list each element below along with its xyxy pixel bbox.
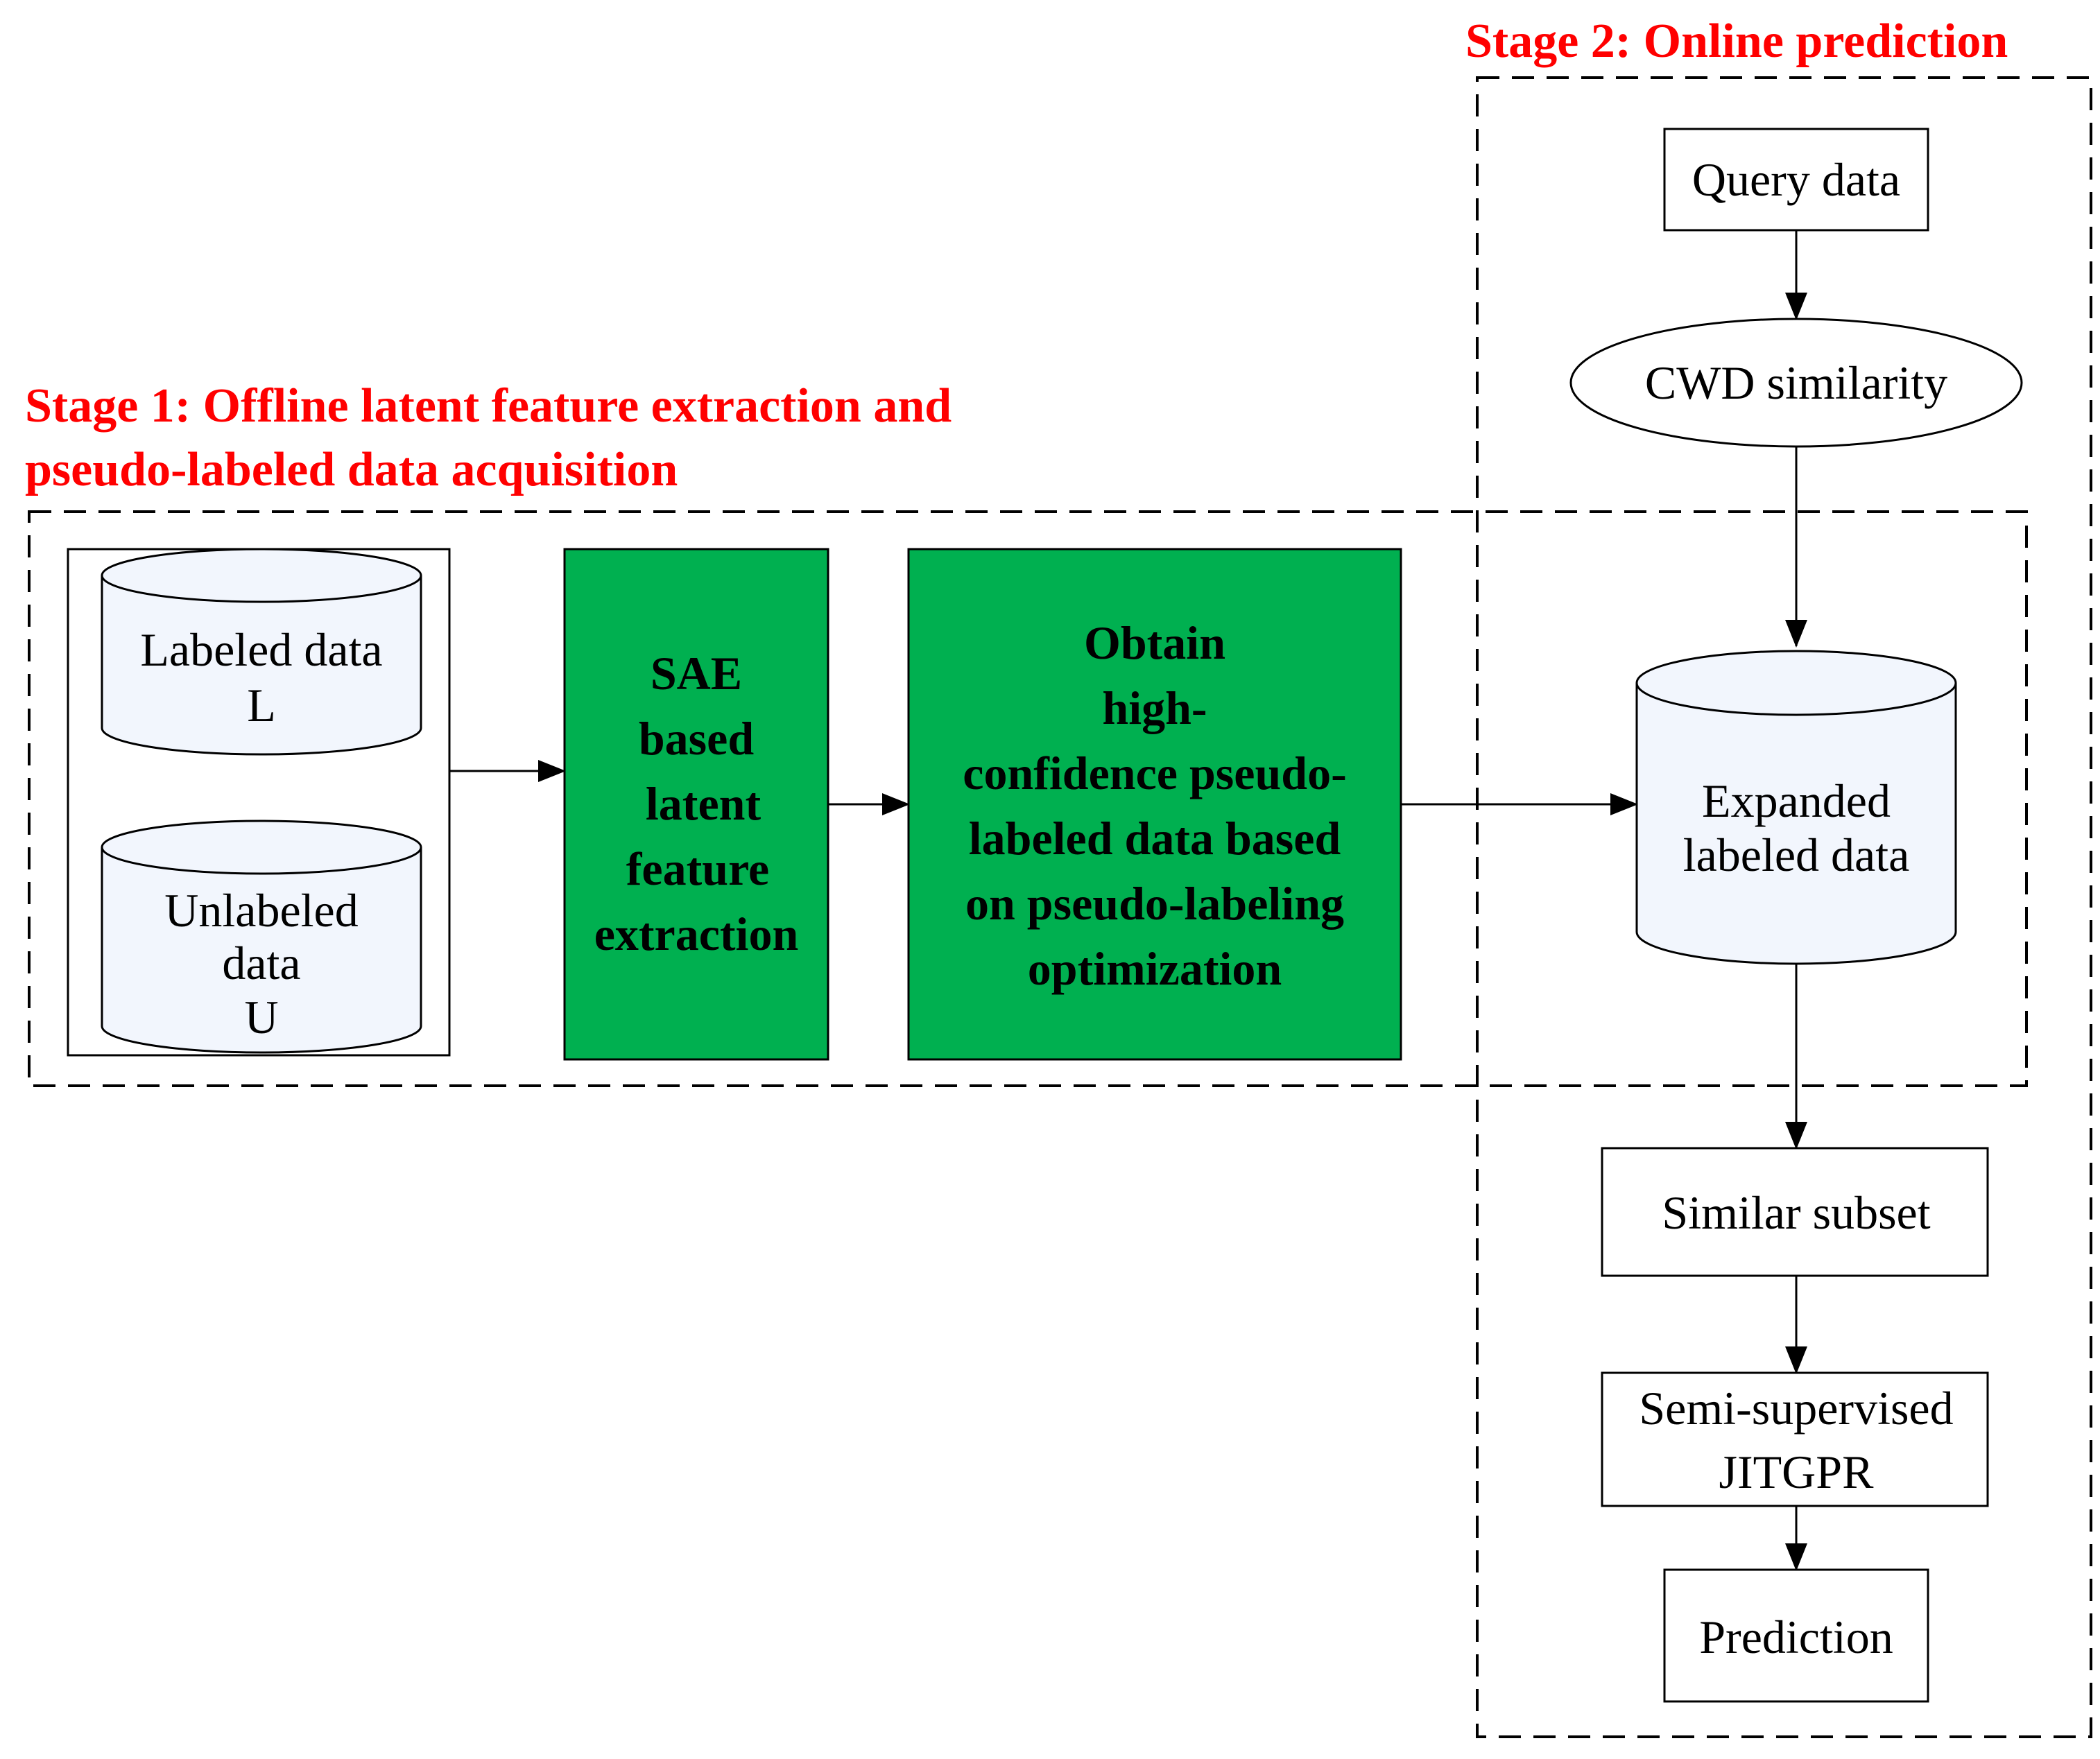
similar-subset-box [1601, 1147, 1989, 1277]
similar-subset-label: Similar subset [1662, 1186, 1930, 1239]
query-data-box [1663, 128, 1929, 232]
cwd-similarity-label: CWD similarity [1645, 356, 1947, 409]
query-data-label: Query data [1692, 153, 1900, 206]
prediction-box [1663, 1568, 1929, 1703]
sae-line-2: based [639, 712, 754, 765]
expanded-data-cylinder [1635, 650, 1957, 965]
sae-line-5: extraction [594, 908, 799, 960]
expanded-data-label-2: labeled data [1683, 829, 1910, 881]
labeled-data-symbol: L [247, 679, 276, 731]
pseudo-line-6: optimization [1028, 942, 1282, 995]
pseudo-line-5: on pseudo-labeling [965, 877, 1344, 930]
pseudo-line-3: confidence pseudo- [963, 747, 1346, 799]
prediction-label: Prediction [1699, 1611, 1893, 1663]
labeled-data-cylinder [101, 548, 422, 756]
unlabeled-data-label-1: Unlabeled [164, 884, 358, 937]
sae-box [563, 548, 829, 1061]
unlabeled-data-label-2: data [222, 937, 300, 989]
stage1-title-line2: pseudo-labeled data acquisition [25, 443, 678, 496]
jitgpr-label-2: JITGPR [1719, 1446, 1875, 1498]
stage1-title-line1: Stage 1: Offline latent feature extracti… [25, 379, 952, 433]
pseudo-label-box [907, 548, 1402, 1061]
pseudo-line-4: labeled data based [969, 812, 1341, 865]
stage1-frame [28, 510, 2028, 1087]
pseudo-line-1: Obtain [1084, 616, 1225, 669]
pseudo-line-2: high- [1102, 682, 1207, 734]
jitgpr-box [1601, 1371, 1989, 1507]
unlabeled-data-symbol: U [244, 991, 278, 1043]
sae-line-3: latent [646, 777, 761, 830]
stage2-frame [1476, 76, 2092, 1738]
sae-line-4: feature [626, 842, 769, 895]
stage2-title: Stage 2: Online prediction [1465, 15, 2008, 68]
unlabeled-data-cylinder [101, 820, 422, 1054]
jitgpr-label-1: Semi-supervised [1639, 1382, 1953, 1435]
expanded-data-label-1: Expanded [1702, 774, 1891, 827]
sae-line-1: SAE [651, 647, 742, 700]
labeled-data-label: Labeled data [140, 623, 382, 676]
